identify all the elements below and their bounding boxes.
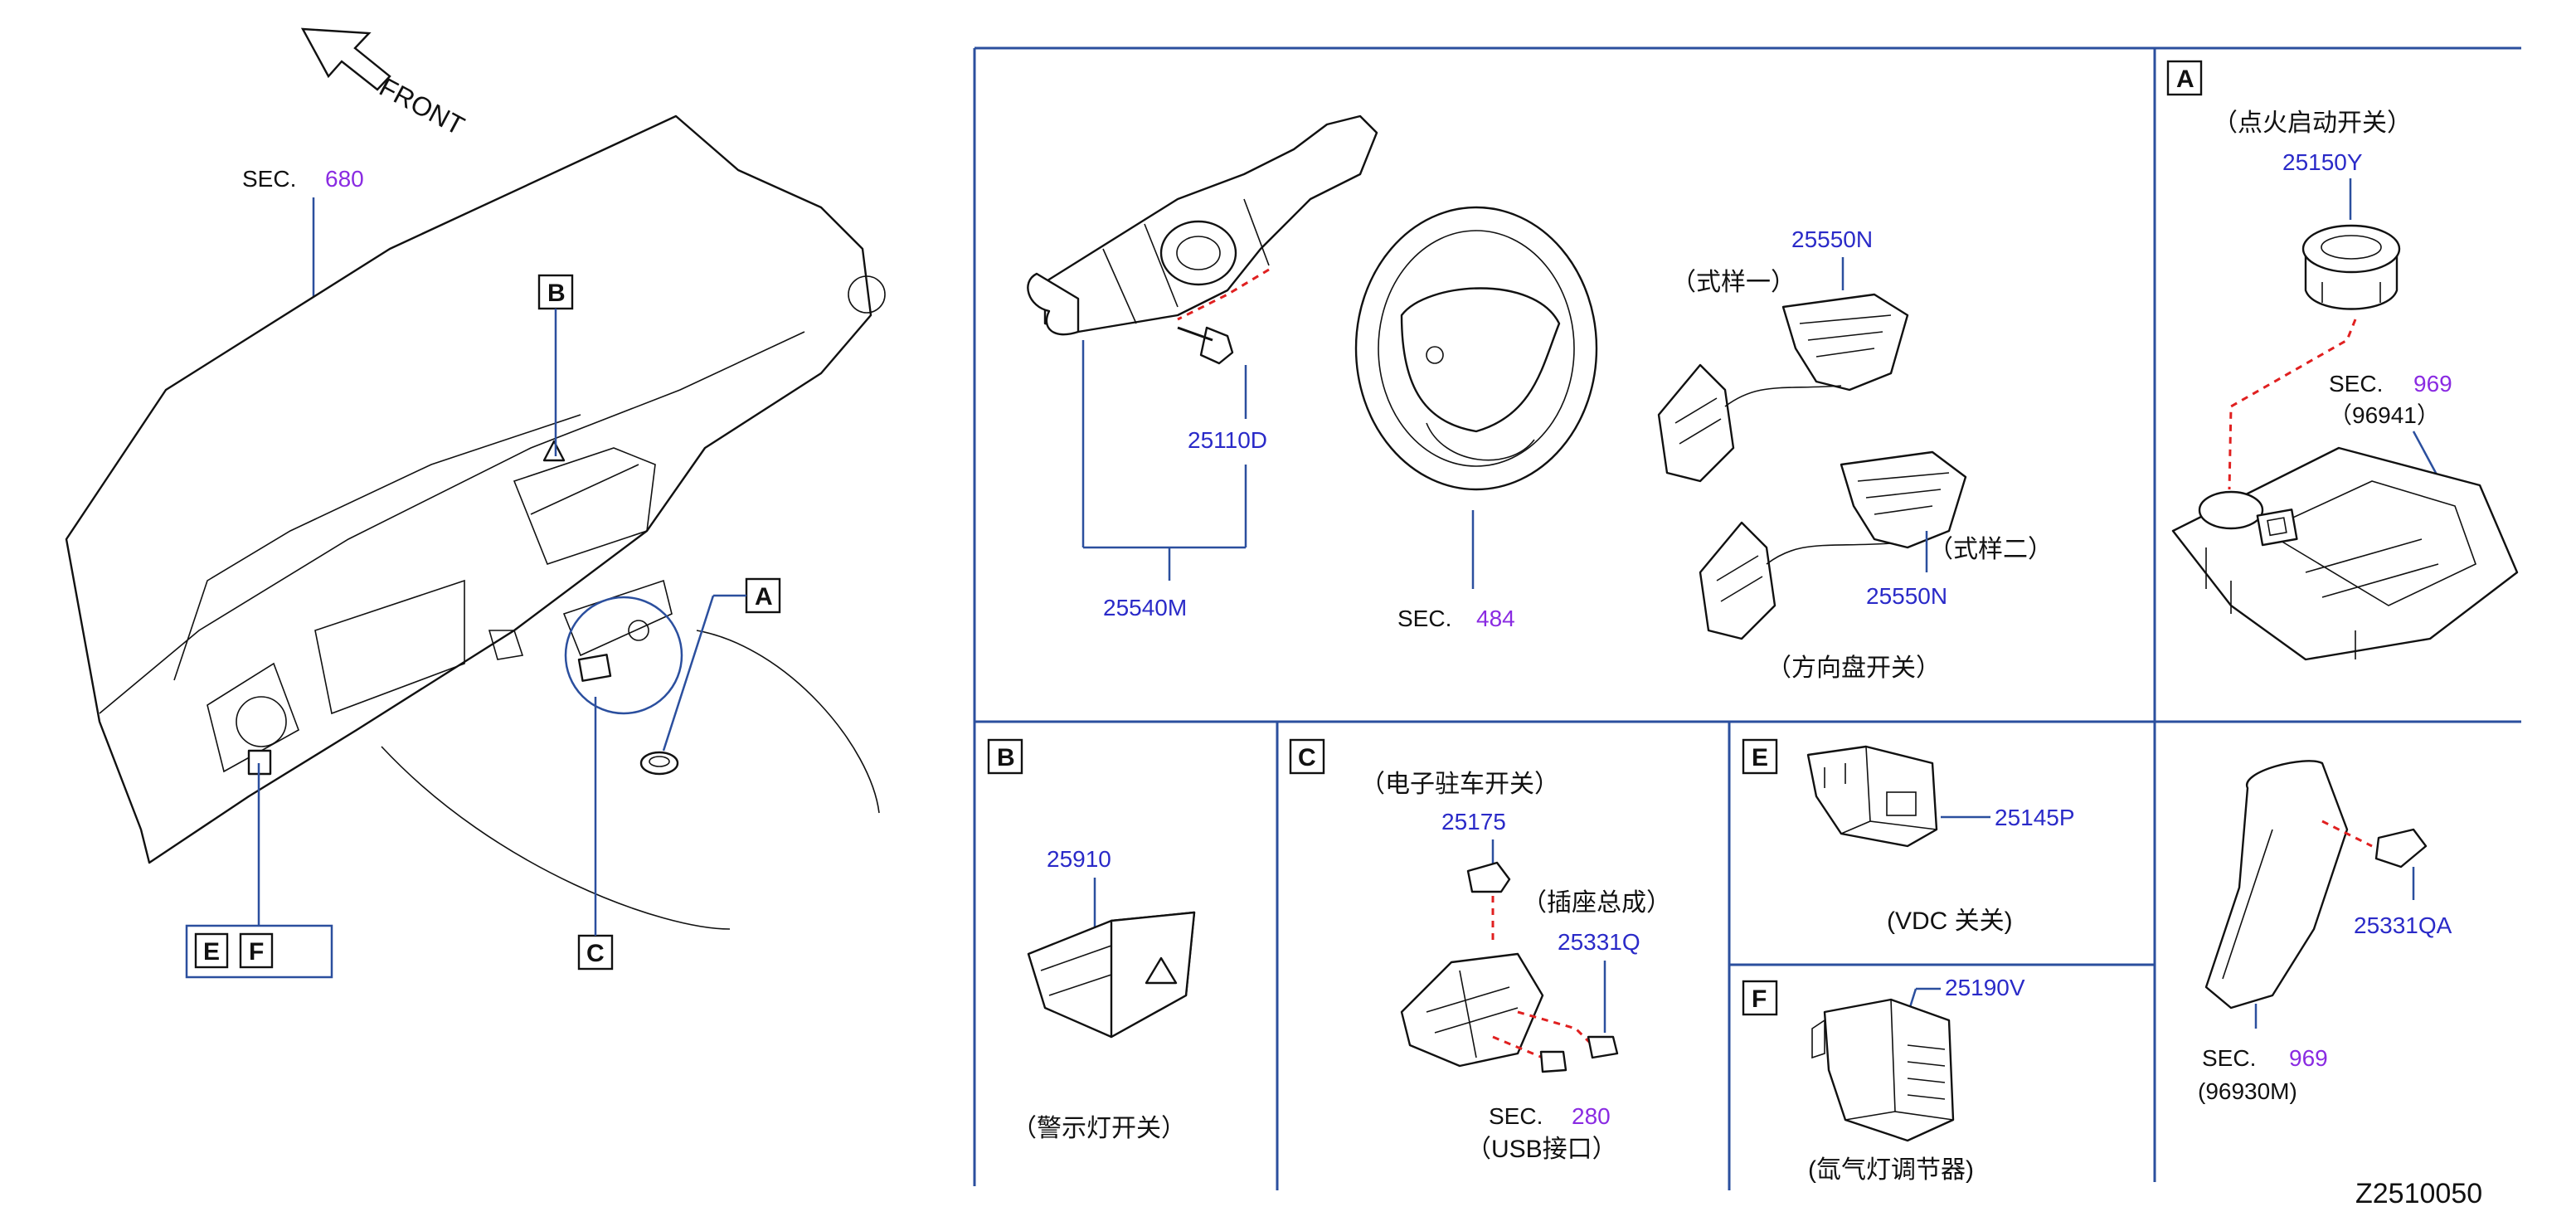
usb-port-part — [1539, 1050, 1567, 1073]
overview-ref-a — [745, 577, 781, 614]
part-25331qa: 25331QA — [2354, 912, 2452, 938]
dashboard-overview: FRONT SEC. 680 B A C — [65, 27, 886, 979]
overview-ref-e — [194, 932, 229, 969]
vdc-off-caption: (VDC 关关) — [1887, 907, 2013, 935]
part-25175: 25175 — [1441, 809, 1506, 834]
overview-ref-b-label: B — [547, 280, 566, 307]
front-label: FRONT — [375, 71, 469, 141]
headlamp-leveler-part — [1811, 998, 1955, 1142]
part-25550n-bottom: 25550N — [1866, 583, 1947, 609]
panel-b-ref: B — [997, 744, 1015, 771]
connector-25331qa-part — [2374, 828, 2428, 869]
panel-a: A （点火启动开关） 25150Y SEC. 969 （96941） — [2166, 60, 2519, 1104]
sec-969b-number: 969 — [2289, 1045, 2328, 1071]
hazard-switch-part — [1027, 911, 1196, 1039]
style-2-label: （式样二） — [1928, 536, 2053, 563]
headlamp-leveler-caption: (氙气灯调节器) — [1808, 1156, 1974, 1184]
part-25145p: 25145P — [1995, 805, 2075, 830]
hazard-switch-caption: （警示灯开关） — [1012, 1115, 1186, 1142]
panel-f: F 25190V (氙气灯调节器) — [1742, 975, 2025, 1184]
bolt-part — [1177, 326, 1234, 365]
panel-c-ref: C — [1298, 744, 1316, 771]
vdc-off-switch-part — [1806, 745, 1938, 848]
sec-280-prefix: SEC. — [1489, 1103, 1543, 1129]
sec-680-number: 680 — [325, 166, 364, 192]
panel-e: E 25145P (VDC 关关) — [1742, 738, 2075, 935]
sec-280-number: 280 — [1572, 1103, 1611, 1129]
socket-assembly-part — [1400, 952, 1544, 1068]
overview-ref-e-label: E — [203, 938, 220, 966]
panel-steering: 25110D 25540M SEC. 484 25550N （式样一） — [1027, 114, 2053, 682]
sec-680-prefix: SEC. — [242, 166, 296, 192]
steering-switch-caption: （方向盘开关） — [1767, 654, 1941, 682]
style-1-label: （式样一） — [1671, 269, 1796, 296]
sub-96941: （96941） — [2329, 402, 2440, 428]
socket-assembly-label: （插座总成） — [1522, 889, 1671, 917]
part-25540m: 25540M — [1103, 595, 1187, 620]
sec-484-number: 484 — [1476, 606, 1515, 631]
diagram-id: Z2510050 — [2355, 1178, 2482, 1209]
shift-lever-finisher-part — [2204, 508, 2349, 1010]
panel-f-ref: F — [1752, 985, 1767, 1013]
panel-c: C （电子驻车开关） 25175 （插座总成） 25331Q SEC. 280 … — [1289, 738, 1671, 1163]
steering-wheel-part — [1354, 206, 1598, 491]
part-25150y: 25150Y — [2282, 149, 2363, 175]
front-arrow-icon — [300, 27, 391, 91]
overview-ref-f — [239, 932, 274, 969]
steering-switch-style1-part — [1657, 293, 1909, 483]
panel-a-ref: A — [2176, 66, 2194, 93]
part-25331q: 25331Q — [1558, 929, 1640, 955]
overview-ref-c-label: C — [586, 940, 605, 967]
usb-port-label: （USB接口） — [1466, 1136, 1617, 1163]
sec-484-prefix: SEC. — [1397, 606, 1451, 631]
steering-switch-style2-part — [1699, 450, 1967, 640]
console-finisher-part — [2171, 446, 2519, 661]
overview-ref-a-label: A — [755, 583, 773, 611]
part-25910: 25910 — [1047, 846, 1111, 872]
part-25190v: 25190V — [1945, 975, 2025, 1000]
connector-25331q-part — [1587, 1035, 1619, 1059]
sec-969-number: 969 — [2413, 371, 2452, 397]
sub-96930m: (96930M) — [2198, 1078, 2297, 1104]
panel-e-ref: E — [1752, 744, 1768, 771]
panel-frames — [973, 46, 2521, 1190]
epb-switch-part — [1466, 861, 1511, 893]
combination-switch-part — [1027, 114, 1378, 336]
part-25550n-top: 25550N — [1791, 226, 1873, 252]
overview-ref-f-label: F — [249, 938, 264, 966]
part-25110d: 25110D — [1188, 427, 1267, 453]
sec-969b-prefix: SEC. — [2202, 1045, 2256, 1071]
epb-switch-title: （电子驻车开关） — [1360, 771, 1559, 798]
ignition-switch-part — [2301, 224, 2401, 310]
panel-b: B 25910 （警示灯开关） — [987, 738, 1196, 1142]
sec-969-prefix: SEC. — [2329, 371, 2383, 397]
overview-ref-c — [577, 934, 614, 971]
ignition-switch-title: （点火启动开关） — [2213, 109, 2412, 137]
